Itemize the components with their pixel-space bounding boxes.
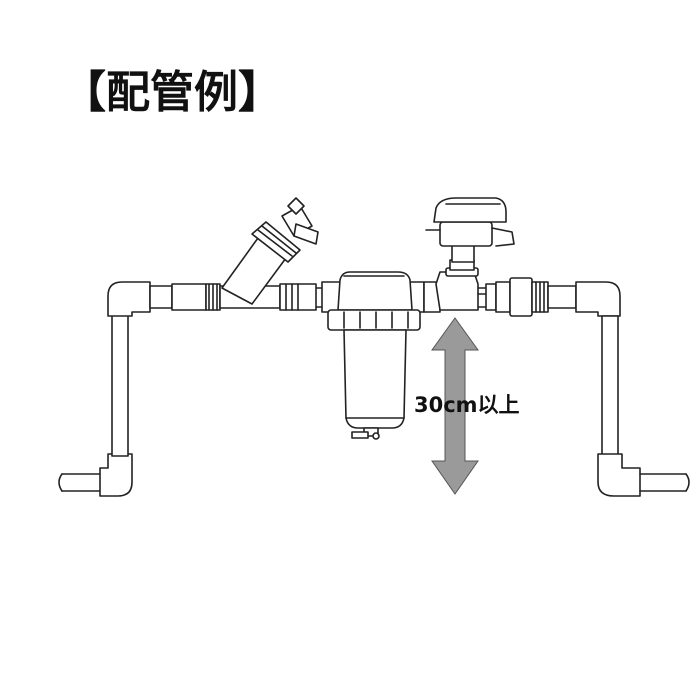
height-label: 30cm以上 bbox=[414, 393, 520, 417]
diagram-title: 【配管例】 bbox=[62, 67, 282, 118]
y-strainer bbox=[171, 197, 319, 311]
left-pipe-assembly bbox=[58, 281, 173, 497]
filter-housing bbox=[321, 271, 425, 440]
union-fitting bbox=[485, 277, 549, 317]
height-arrow bbox=[431, 317, 479, 495]
right-pipe-assembly bbox=[547, 281, 690, 497]
solenoid-valve bbox=[423, 197, 515, 313]
